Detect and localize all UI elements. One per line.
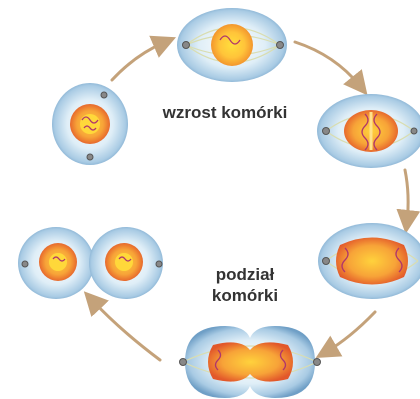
arrow-interphase-to-prophase [112,42,165,80]
cell-metaphase-icon [317,94,420,168]
cell-anaphase-icon [318,223,420,299]
arrow-prophase-to-metaphase [295,42,360,86]
arrow-anaphase-to-telophase [326,312,375,352]
arrow-telophase-to-daughters [92,300,160,360]
cycle-arrows [92,42,408,360]
division-label-line2: komórki [190,285,300,306]
growth-label: wzrost komórki [160,102,290,123]
cell-interphase-icon [52,83,128,165]
arrow-metaphase-to-anaphase [405,170,408,222]
division-label-line1: podział [190,264,300,285]
cell-prophase-icon [177,8,287,82]
division-label: podział komórki [190,264,300,306]
cell-telophase-icon [180,326,321,398]
cell-daughter-pair-icon [18,227,163,299]
